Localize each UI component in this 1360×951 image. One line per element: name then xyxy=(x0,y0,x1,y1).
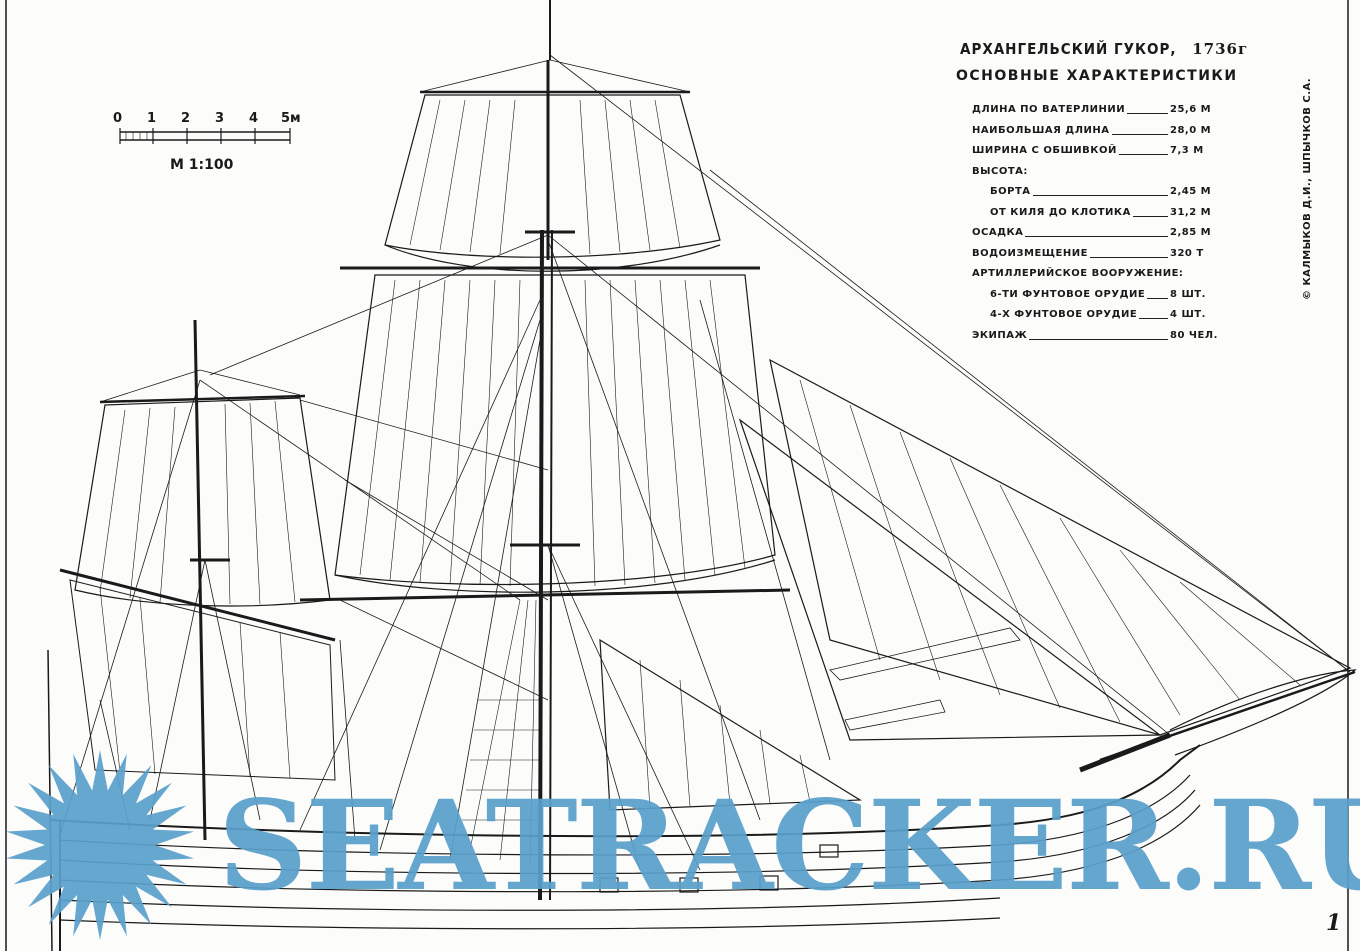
spec-value: 28,0 М xyxy=(1170,124,1212,136)
spec-label: АРТИЛЛЕРИЙСКОЕ ВООРУЖЕНИЕ: xyxy=(972,268,1184,279)
spec-leader-line xyxy=(1127,113,1168,114)
spec-leader-line xyxy=(1090,256,1168,258)
spec-row: 6-ТИ ФУНТОВОЕ ОРУДИЕ 8 ШТ. xyxy=(972,289,1232,310)
spec-value: 320 Т xyxy=(1170,247,1204,259)
spec-value: 4 ШТ. xyxy=(1170,309,1206,320)
spec-row: ВЫСОТА: xyxy=(972,166,1232,187)
specs-table: ДЛИНА ПО ВАТЕРЛИНИИ 25,6 М НАИБОЛЬШАЯ ДЛИН… xyxy=(972,104,1232,350)
bowsprit xyxy=(1079,669,1357,773)
spec-value: 8 ШТ. xyxy=(1170,288,1206,300)
spec-row: НАИБОЛЬШАЯ ДЛИНА 28,0 М xyxy=(972,125,1232,146)
scale-label: 2 xyxy=(181,111,191,126)
spec-label: 6-ТИ ФУНТОВОЕ ОРУДИЕ xyxy=(990,288,1146,300)
scale-label: 5м xyxy=(281,111,301,126)
spec-row: ОСАДКА 2,85 М xyxy=(972,227,1232,248)
main-yards xyxy=(299,90,791,602)
spec-row: БОРТА 2,45 М xyxy=(972,186,1232,207)
watermark: SEATRACKER.RU xyxy=(218,774,1360,919)
headsails xyxy=(599,358,1352,811)
scale-label: 3 xyxy=(215,111,225,126)
fore-topsail xyxy=(74,397,331,607)
spec-leader-line xyxy=(1112,133,1168,135)
spec-row: ДЛИНА ПО ВАТЕРЛИНИИ 25,6 М xyxy=(972,104,1232,125)
spec-label: ВОДОИЗМЕЩЕНИЕ xyxy=(972,247,1088,259)
spec-label: ОСАДКА xyxy=(972,227,1024,238)
spec-label: ШИРИНА С ОБШИВКОЙ xyxy=(972,145,1117,156)
spec-leader-line xyxy=(1133,215,1168,217)
spec-label: ЭКИПАЖ xyxy=(972,329,1028,341)
spec-value: 25,6 М xyxy=(1170,104,1212,115)
specs-heading: ОСНОВНЫЕ ХАРАКТЕРИСТИКИ xyxy=(956,68,1238,84)
spec-value: 2,45 М xyxy=(1170,186,1212,197)
spec-leader-line xyxy=(1029,338,1168,340)
scale-label: 0 xyxy=(113,111,123,126)
authors-credit: © КАЛМЫКОВ Д.И., ШПЫЧКОВ С.А. xyxy=(1302,77,1313,300)
spec-row: ОТ КИЛЯ ДО КЛОТИКА 31,2 М xyxy=(972,207,1232,228)
spec-row: 4-Х ФУНТОВОЕ ОРУДИЕ 4 ШТ. xyxy=(972,309,1232,330)
sheet-number: 1 xyxy=(1326,910,1342,936)
drawing-title: АРХАНГЕЛЬСКИЙ ГУКОР, 1736г xyxy=(960,40,1248,58)
fore-course-sail xyxy=(69,579,336,781)
scale-label: 4 xyxy=(249,111,259,126)
spec-label: ВЫСОТА: xyxy=(972,165,1028,177)
spec-row: ШИРИНА С ОБШИВКОЙ 7,3 М xyxy=(972,145,1232,166)
main-topsail xyxy=(384,94,721,272)
mainmast xyxy=(510,0,580,901)
spec-value: 80 ЧЕЛ. xyxy=(1170,329,1218,341)
watermark-star-icon xyxy=(6,750,194,940)
hull xyxy=(47,649,1201,951)
main-shrouds xyxy=(462,599,540,866)
spec-label: НАИБОЛЬШАЯ ДЛИНА xyxy=(972,124,1110,136)
spec-row: АРТИЛЛЕРИЙСКОЕ ВООРУЖЕНИЕ: xyxy=(972,268,1232,289)
spec-leader-line xyxy=(1033,195,1168,196)
scale-label: 1 xyxy=(147,111,157,126)
spec-label: ОТ КИЛЯ ДО КЛОТИКА xyxy=(990,206,1131,218)
spec-leader-line xyxy=(1119,154,1168,155)
spec-value: 31,2 М xyxy=(1170,206,1212,218)
ship-year: 1736г xyxy=(1192,40,1249,58)
spec-row: ВОДОИЗМЕЩЕНИЕ 320 Т xyxy=(972,248,1232,269)
spec-label: 4-Х ФУНТОВОЕ ОРУДИЕ xyxy=(990,309,1138,320)
ship-name: АРХАНГЕЛЬСКИЙ ГУКОР, xyxy=(960,40,1177,58)
rigging xyxy=(59,54,1351,871)
spec-leader-line xyxy=(1147,297,1168,299)
scale-bar xyxy=(119,128,291,144)
spec-value: 2,85 М xyxy=(1170,227,1212,238)
spec-value: 7,3 М xyxy=(1170,145,1204,156)
spec-label: БОРТА xyxy=(990,186,1031,197)
spec-label: ДЛИНА ПО ВАТЕРЛИНИИ xyxy=(972,104,1126,115)
spec-row: ЭКИПАЖ 80 ЧЕЛ. xyxy=(972,330,1232,351)
spec-leader-line xyxy=(1025,236,1168,237)
spec-leader-line xyxy=(1139,318,1168,319)
scale-ratio: М 1:100 xyxy=(170,157,234,173)
